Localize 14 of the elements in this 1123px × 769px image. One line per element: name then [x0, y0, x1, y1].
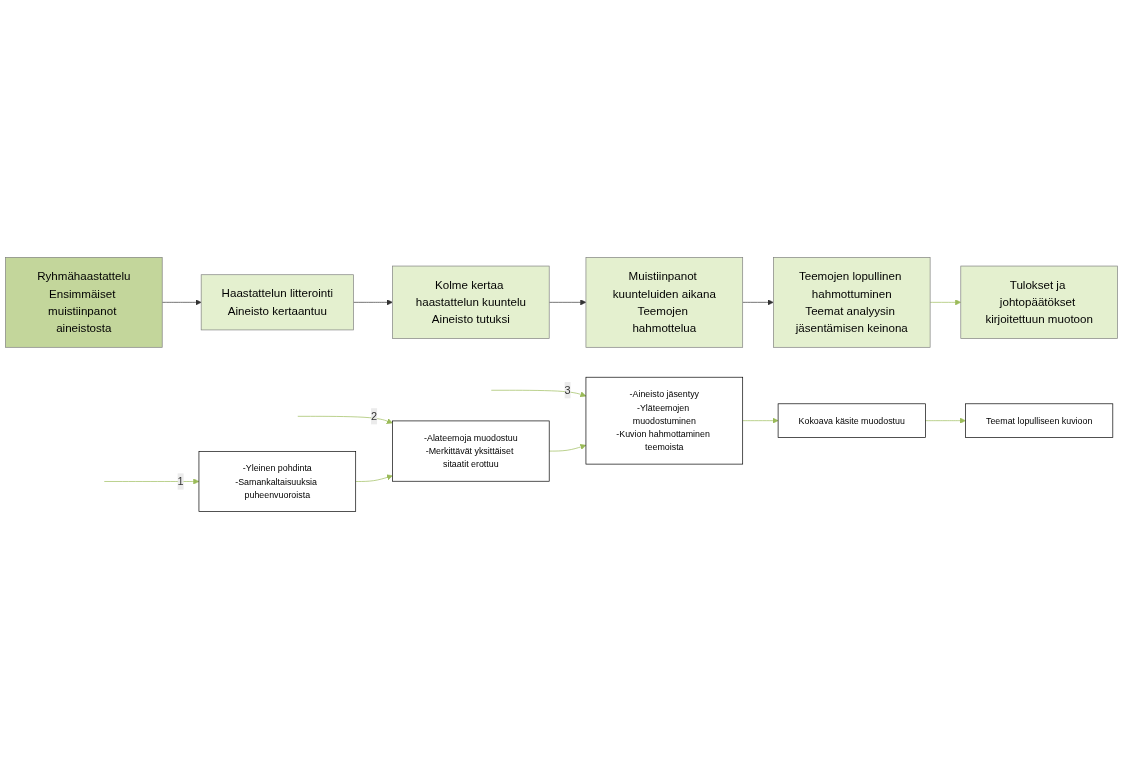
node-box: -Yleinen pohdinta -Samankaltaisuuksia puheenvuoroista: [198, 451, 357, 512]
edge-label: 3: [564, 384, 571, 396]
edge-label: 2: [371, 410, 378, 422]
node-box: Teemat lopulliseen kuvioon: [965, 403, 1114, 438]
node-box: Kolme kertaa haastattelun kuuntelu Aineisto tutuksi: [392, 265, 550, 339]
node-box: Ryhmähaastattelu Ensimmäiset muistiinpanot aineistosta: [5, 257, 163, 348]
node-box: Teemojen lopullinen hahmottuminen Teemat analyysin jäsentämisen keinona: [773, 257, 931, 348]
node-box: Kokoava käsite muodostuu: [777, 403, 926, 438]
edge-label: 1: [177, 475, 184, 487]
node-box: Tulokset ja johtopäätökset kirjoitettuun muotoon: [960, 265, 1118, 339]
node-box: Haastattelun litterointi Aineisto kertaantuu: [200, 274, 354, 331]
node-box: -Aineisto jäsentyy -Yläteemojen muodostuminen -Kuvion hahmottaminen teemoista: [585, 376, 744, 465]
node-box: -Alateemoja muodostuu -Merkittävät yksittäiset sitaatit erottuu: [392, 420, 550, 482]
node-box: Muistiinpanot kuunteluiden aikana Teemojen hahmottelua: [585, 257, 744, 348]
